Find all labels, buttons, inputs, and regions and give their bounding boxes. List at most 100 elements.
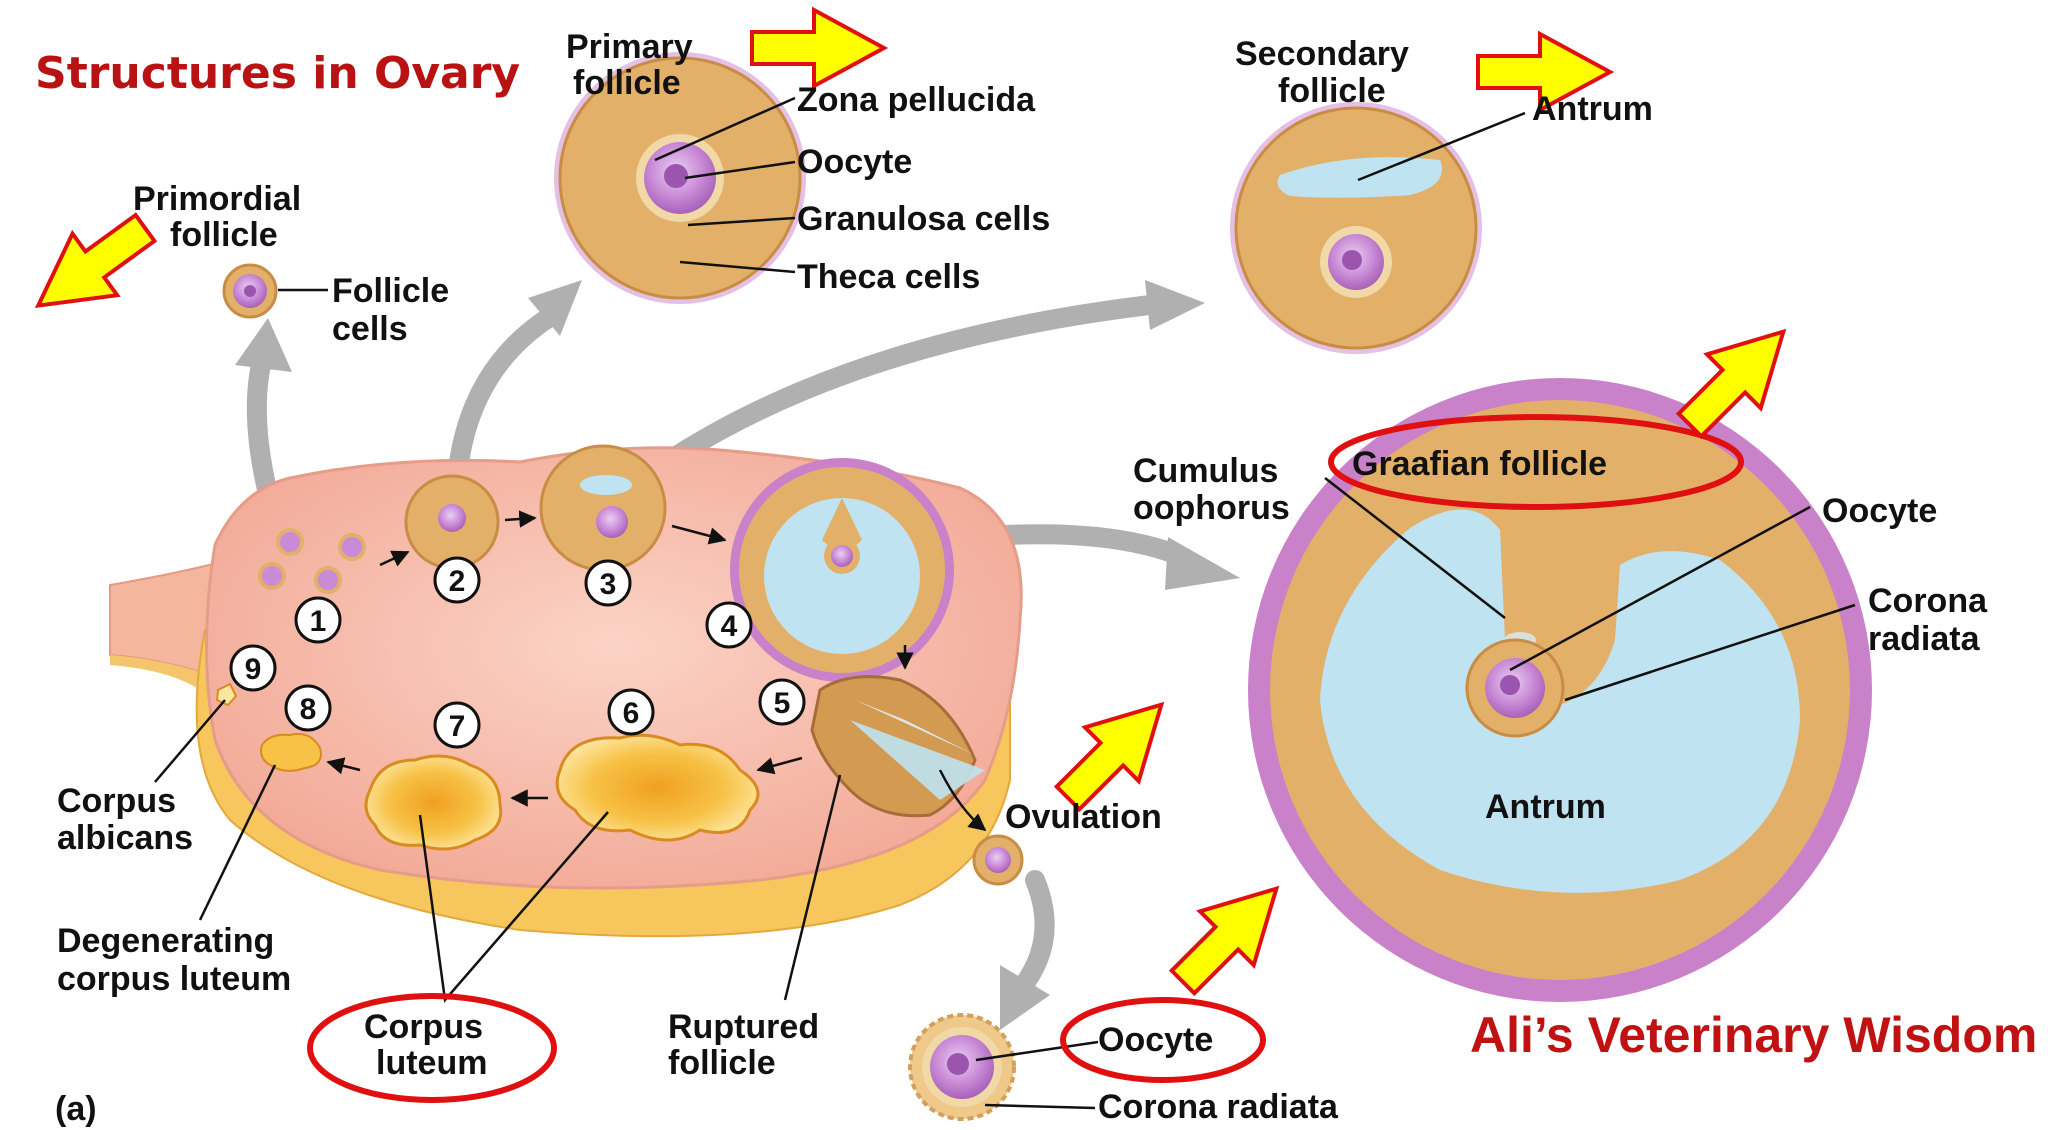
gray-curved-arrow-icon (448, 308, 558, 480)
yellow-pointer-arrow-icon (1675, 328, 1787, 440)
follicle-cells-label-1: Follicle (332, 272, 449, 310)
ruptured-follicle-label-2: follicle (668, 1044, 776, 1082)
degenerating-corpus-luteum-in-ovary (260, 732, 322, 772)
svg-text:6: 6 (623, 697, 640, 730)
oocyte-primary-leader (684, 160, 796, 180)
graafian-highlight-ellipse (1328, 414, 1744, 510)
theca-leader (679, 260, 796, 274)
graafian-follicle-detail (1248, 378, 1872, 1002)
ovulation-label: Ovulation (1005, 798, 1162, 836)
progression-arrows (235, 280, 1240, 1030)
corpus-luteum-highlight-ellipse (307, 993, 557, 1103)
antrum-secondary-label: Antrum (1532, 90, 1653, 128)
yellow-pointer-arrow-icon (1053, 701, 1165, 813)
gray-curved-arrow-icon (1000, 965, 1050, 1030)
zona-pellucida-leader (654, 96, 796, 162)
corpus-luteum-label-2: luteum (376, 1044, 487, 1082)
corona-radiata-label-1: Corona (1868, 582, 1988, 620)
oocyte-graafian-label: Oocyte (1822, 492, 1937, 530)
svg-text:3: 3 (600, 568, 617, 601)
svg-text:9: 9 (245, 653, 262, 686)
watermark: Ali’s Veterinary Wisdom (1470, 1007, 2037, 1063)
zona-pellucida-label: Zona pellucida (797, 81, 1036, 119)
gray-curved-arrow-icon (1145, 280, 1205, 330)
yellow-pointer-arrow-icon (1168, 885, 1280, 997)
stage-6-badge: 6 (607, 688, 655, 736)
degenerating-corpus-luteum-label-2: corpus luteum (57, 960, 291, 998)
stage-1-badge: 1 (294, 596, 342, 644)
highlight-ellipses (307, 414, 1744, 1103)
oocyte-released-label: Oocyte (1098, 1021, 1213, 1059)
oocyte-released-leader (975, 1040, 1099, 1062)
svg-text:1: 1 (310, 605, 327, 638)
gray-curved-arrow-icon (995, 524, 1195, 568)
stage-4-badge: 4 (705, 601, 753, 649)
secondary-follicle-label-2: follicle (1278, 72, 1386, 110)
yellow-pointer-arrow-icon (750, 6, 889, 90)
yellow-pointer-arrow-icon (1476, 30, 1615, 114)
cumulus-leader (1324, 477, 1506, 619)
stage-3-badge: 3 (584, 559, 632, 607)
primary-follicle-label-1: Primary (566, 28, 693, 66)
gray-curved-arrow-icon (668, 295, 1160, 465)
yellow-pointer-arrows (34, 6, 1787, 997)
gray-curved-arrow-icon (1165, 537, 1240, 590)
corona-released-leader (984, 1103, 1096, 1110)
stage-2-badge: 2 (433, 556, 481, 604)
panel-label: (a) (55, 1090, 97, 1128)
corpus-albicans-label-1: Corpus (57, 782, 176, 820)
svg-text:5: 5 (774, 687, 791, 720)
corona-radiata-label-2: radiata (1868, 620, 1981, 658)
svg-text:8: 8 (300, 693, 317, 726)
primary-follicle-in-ovary (404, 474, 500, 570)
corona-radiata-released-label: Corona radiata (1098, 1088, 1339, 1126)
antrum-graafian-label: Antrum (1485, 788, 1606, 826)
primordial-follicle-detail (222, 263, 278, 319)
primordial-follicles-in-ovary (258, 528, 366, 594)
gray-curved-arrow-icon (1010, 870, 1055, 1000)
secondary-follicle-label-1: Secondary (1235, 35, 1409, 73)
svg-text:7: 7 (449, 710, 466, 743)
degenerating-leader (198, 764, 277, 921)
follicle-cells-label-2: cells (332, 310, 408, 348)
graafian-follicle-in-ovary (730, 458, 954, 682)
stage-8-badge: 8 (284, 684, 332, 732)
cumulus-oophorus-label-1: Cumulus (1133, 452, 1278, 490)
primordial-follicle-label-2: follicle (170, 216, 278, 254)
oocyte-primary-label: Oocyte (797, 143, 912, 181)
corpus-albicans-label-2: albicans (57, 819, 193, 857)
gray-curved-arrow-icon (235, 318, 292, 372)
corona-leader (1564, 603, 1856, 702)
svg-text:2: 2 (449, 565, 466, 598)
granulosa-leader (687, 216, 796, 227)
primary-follicle-detail (554, 52, 806, 304)
released-oocyte-detail (908, 1013, 1016, 1121)
corpus-luteum-label-1: Corpus (364, 1008, 483, 1046)
svg-text:4: 4 (721, 610, 738, 643)
oocyte-graafian-leader (1509, 505, 1811, 672)
granulosa-cells-label: Granulosa cells (797, 200, 1050, 238)
corpus-luteum-leader (418, 811, 609, 1003)
antrum-secondary-leader (1357, 111, 1526, 182)
yellow-pointer-arrow-icon (34, 212, 158, 309)
ruptured-follicle-in-ovary (810, 675, 985, 818)
secondary-follicle-in-ovary (539, 444, 667, 572)
stage-5-badge: 5 (758, 678, 806, 726)
cumulus-oophorus-label-2: oophorus (1133, 489, 1290, 527)
secondary-follicle-detail (1230, 102, 1482, 354)
stage-9-badge: 9 (229, 644, 277, 692)
graafian-follicle-label: Graafian follicle (1352, 445, 1607, 483)
oocyte-highlight-ellipse (1060, 997, 1266, 1083)
stage-progression-arrows (326, 510, 987, 832)
ovulated-oocyte (972, 834, 1024, 886)
stage-7-badge: 7 (433, 701, 481, 749)
theca-cells-label: Theca cells (797, 258, 980, 296)
gray-curved-arrow-icon (528, 280, 582, 336)
primordial-follicle-label-1: Primordial (133, 180, 301, 218)
stage-numbers: 1 2 3 4 5 6 7 8 9 (229, 556, 806, 749)
corpus-albicans-in-ovary (215, 682, 238, 707)
ruptured-follicle-label-1: Ruptured (668, 1008, 819, 1046)
primary-follicle-label-2: follicle (573, 64, 681, 102)
